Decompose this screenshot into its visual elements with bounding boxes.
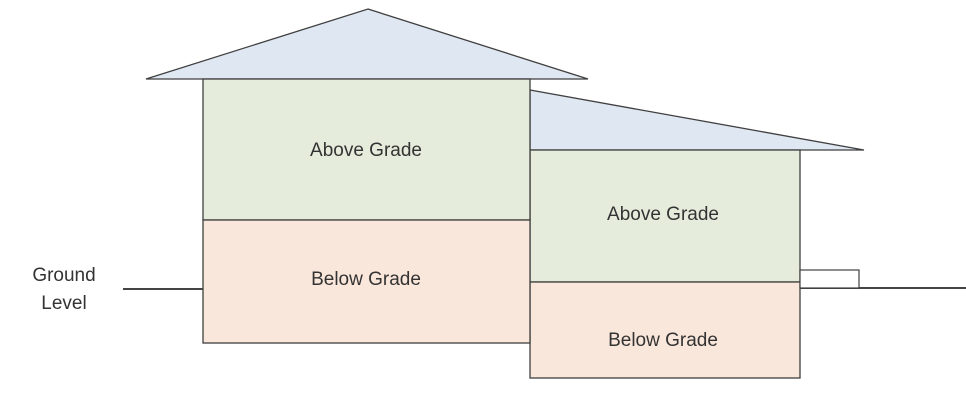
right-roof — [529, 89, 865, 151]
right-above-grade-label: Above Grade — [607, 204, 719, 225]
right-above-grade-section — [529, 149, 801, 283]
right-below-grade-label: Below Grade — [608, 330, 718, 351]
left-roof — [145, 8, 589, 80]
left-above-grade-label: Above Grade — [310, 140, 422, 161]
left-below-grade-label: Below Grade — [311, 269, 421, 290]
ground-level-label-line1: Ground — [32, 265, 95, 286]
right-below-grade-section — [529, 281, 801, 379]
ground-level-label-line2: Level — [41, 293, 86, 314]
step-outline — [799, 269, 860, 289]
left-above-grade-section — [202, 78, 531, 221]
left-below-grade-section — [202, 219, 531, 344]
